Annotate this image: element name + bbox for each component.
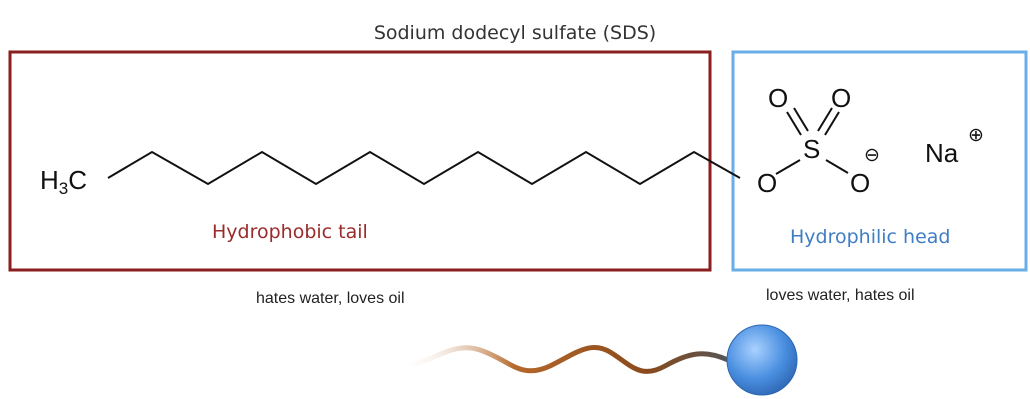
methyl-group-label: H3C	[40, 165, 88, 198]
hydrophilic-head-box	[731, 50, 1028, 272]
negative-charge-icon: ⊖	[864, 145, 880, 166]
s-o-double-bond-right-b	[824, 111, 840, 136]
diagram-title: Sodium dodecyl sulfate (SDS)	[373, 22, 657, 44]
hydrophobic-tail-label: Hydrophobic tail	[212, 221, 368, 243]
atom-oxygen-top-left: O	[768, 83, 789, 113]
s-o-bond	[825, 159, 849, 174]
head-caption: loves water, hates oil	[766, 287, 915, 304]
atom-oxygen-anion: O	[850, 168, 871, 198]
s-o-double-bond-left-b	[793, 107, 809, 132]
o-s-bond	[775, 159, 801, 175]
atom-oxygen-top-right: O	[831, 83, 852, 113]
atom-oxygen-ester: O	[757, 168, 778, 198]
hydrophilic-head-label: Hydrophilic head	[790, 226, 951, 248]
carbon-chain-bond	[107, 150, 741, 186]
head-ball-icon	[726, 324, 798, 396]
positive-charge-icon: ⊕	[968, 125, 984, 146]
tail-caption: hates water, loves oil	[256, 290, 405, 307]
tail-wave-icon	[397, 345, 731, 374]
atom-sulfur: S	[803, 134, 821, 164]
s-o-double-bond-right-a	[817, 107, 833, 132]
s-o-double-bond-left-a	[786, 111, 802, 136]
sodium-ion-label: Na	[925, 138, 959, 168]
